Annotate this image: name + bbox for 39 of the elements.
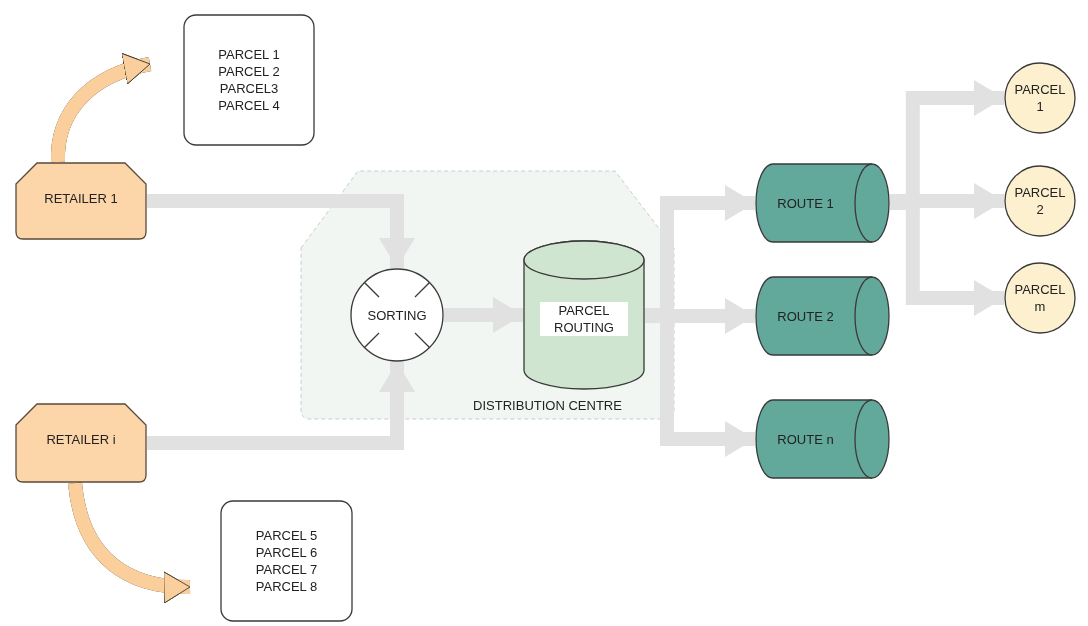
retailer-shape: [15, 162, 147, 240]
node-label: PARCEL 2: [1013, 184, 1067, 218]
node-label: ROUTE n: [777, 430, 834, 448]
sorting-circle: [350, 268, 444, 362]
node-label: PARCEL 7: [255, 561, 318, 578]
node-label: PARCEL 1: [1013, 81, 1067, 115]
route-cylinder: [755, 163, 890, 243]
node-label: PARCEL 2: [218, 63, 280, 80]
node-label: PARCEL ROUTING: [540, 302, 628, 336]
arrow: [890, 183, 1004, 219]
parcel-list-box: [220, 500, 353, 622]
arrow: [147, 194, 415, 268]
node-label: ROUTE 1: [777, 194, 834, 212]
arrow: [147, 362, 415, 450]
arrow: [68, 482, 191, 603]
node-label: PARCEL3: [219, 80, 279, 97]
database-cylinder: [523, 240, 645, 390]
node-label: PARCEL 5: [255, 527, 318, 544]
parcel-circle: [1004, 62, 1076, 134]
arrow: [444, 297, 523, 333]
route-cylinder: [755, 276, 890, 356]
node-label: RETAILER i: [46, 431, 116, 448]
node-label: RETAILER 1: [44, 190, 118, 207]
node-label: PARCEL 6: [255, 544, 318, 561]
node-label: SORTING: [367, 306, 427, 324]
parcel-circle: [1004, 262, 1076, 334]
route-cylinder: [755, 399, 890, 479]
node-label: PARCEL 8: [255, 578, 318, 595]
node-label: PARCEL m: [1013, 281, 1067, 315]
arrow: [645, 298, 755, 334]
retailer-shape: [15, 403, 147, 483]
distribution-centre-zone: [300, 170, 675, 420]
node-label: PARCEL 4: [218, 97, 280, 114]
node-label: PARCEL 1: [218, 46, 280, 63]
node-label: DISTRIBUTION CENTRE: [473, 397, 622, 414]
parcel-circle: [1004, 165, 1076, 237]
node-label: ROUTE 2: [777, 307, 834, 325]
arrow: [51, 54, 152, 163]
parcel-list-box: [183, 14, 315, 146]
